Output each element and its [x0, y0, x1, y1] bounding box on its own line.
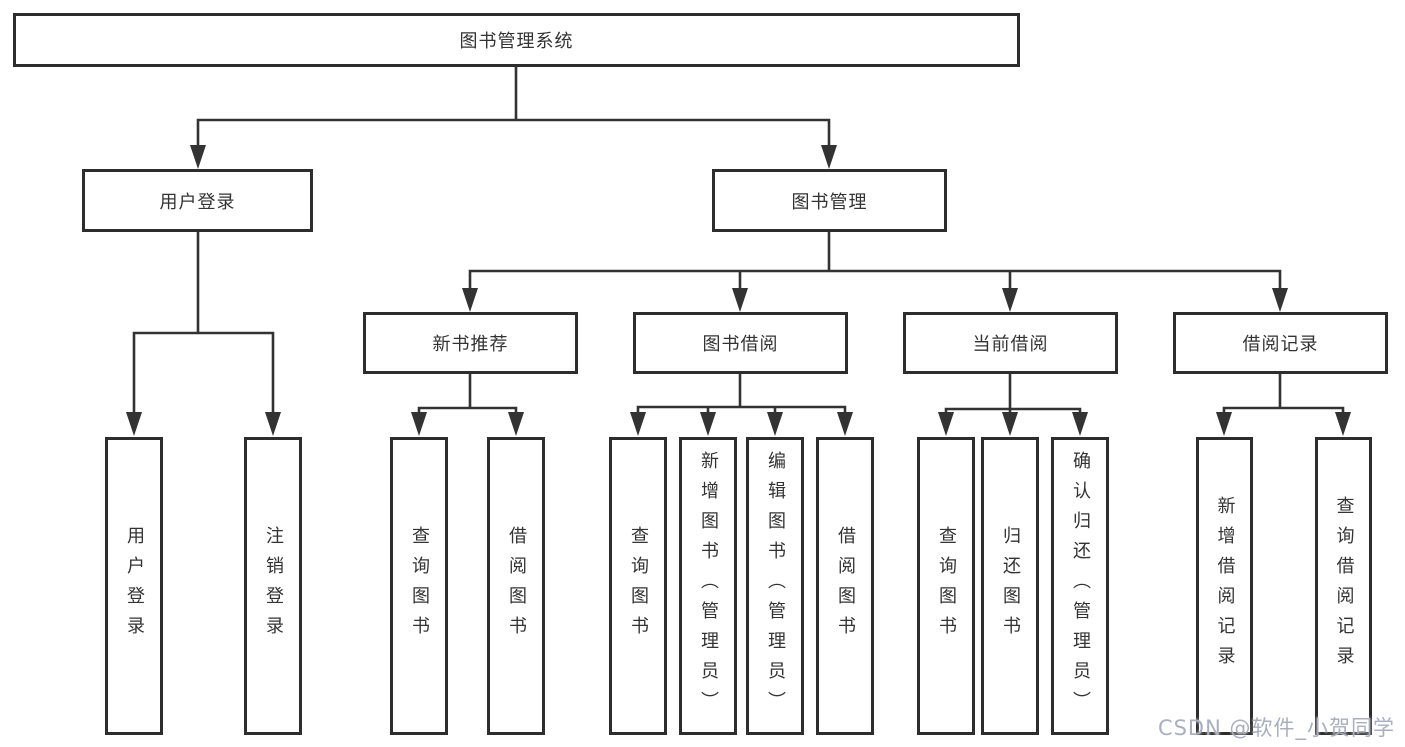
leaf-recommend-search-books: 查询图书 — [390, 437, 448, 735]
connector-records-to-leaves — [1222, 372, 1345, 418]
root-node-system-title: 图书管理系统 — [13, 13, 1020, 67]
leaf-records-add-record: 新增借阅记录 — [1196, 437, 1253, 735]
connector-root-to-level2 — [196, 65, 831, 150]
node-current-borrowing: 当前借阅 — [903, 312, 1118, 374]
leaf-borrowing-search-books: 查询图书 — [609, 437, 667, 735]
connector-current-to-leaves — [944, 372, 1082, 418]
arrowhead — [1002, 412, 1018, 436]
connector-userlogin-to-leaves — [132, 230, 275, 418]
connector-bookmgmt-to-level3 — [468, 230, 1282, 294]
leaf-borrowing-borrow-books: 借阅图书 — [816, 437, 874, 735]
arrowhead — [837, 412, 853, 436]
arrowhead — [1072, 412, 1088, 436]
arrowhead — [767, 412, 783, 436]
leaf-current-confirm-return-admin: 确认归还（管理员） — [1051, 437, 1109, 735]
arrowhead — [265, 412, 281, 436]
arrowhead — [1002, 288, 1018, 312]
node-book-borrowing: 图书借阅 — [633, 312, 848, 374]
arrowhead — [700, 412, 716, 436]
leaf-records-search-record: 查询借阅记录 — [1315, 437, 1372, 735]
leaf-borrowing-add-books-admin: 新增图书（管理员） — [679, 437, 737, 735]
node-user-login: 用户登录 — [82, 169, 313, 232]
arrowhead — [190, 145, 206, 169]
arrowhead — [1216, 412, 1232, 436]
arrowhead — [732, 288, 748, 312]
node-new-book-recommend: 新书推荐 — [363, 312, 578, 374]
csdn-watermark: CSDN @软件_小贺同学 — [1157, 716, 1395, 740]
arrowhead — [411, 412, 427, 436]
leaf-current-return-books: 归还图书 — [981, 437, 1039, 735]
arrowhead — [821, 145, 837, 169]
leaf-current-search-books: 查询图书 — [917, 437, 975, 735]
node-borrowing-records: 借阅记录 — [1173, 312, 1388, 374]
leaf-user-login: 用户登录 — [105, 437, 163, 735]
arrowhead — [630, 412, 646, 436]
leaf-logout: 注销登录 — [244, 437, 302, 735]
arrowhead — [508, 412, 524, 436]
arrowhead — [462, 288, 478, 312]
leaf-recommend-borrow-books: 借阅图书 — [487, 437, 545, 735]
connector-newbooks-to-leaves — [417, 372, 518, 418]
arrowheads — [126, 145, 1351, 436]
arrowhead — [126, 412, 142, 436]
connector-borrowing-to-leaves — [636, 372, 847, 418]
leaf-borrowing-edit-books-admin: 编辑图书（管理员） — [746, 437, 804, 735]
arrowhead — [1335, 412, 1351, 436]
node-book-management: 图书管理 — [712, 169, 947, 232]
arrowhead — [1272, 288, 1288, 312]
arrowhead — [938, 412, 954, 436]
